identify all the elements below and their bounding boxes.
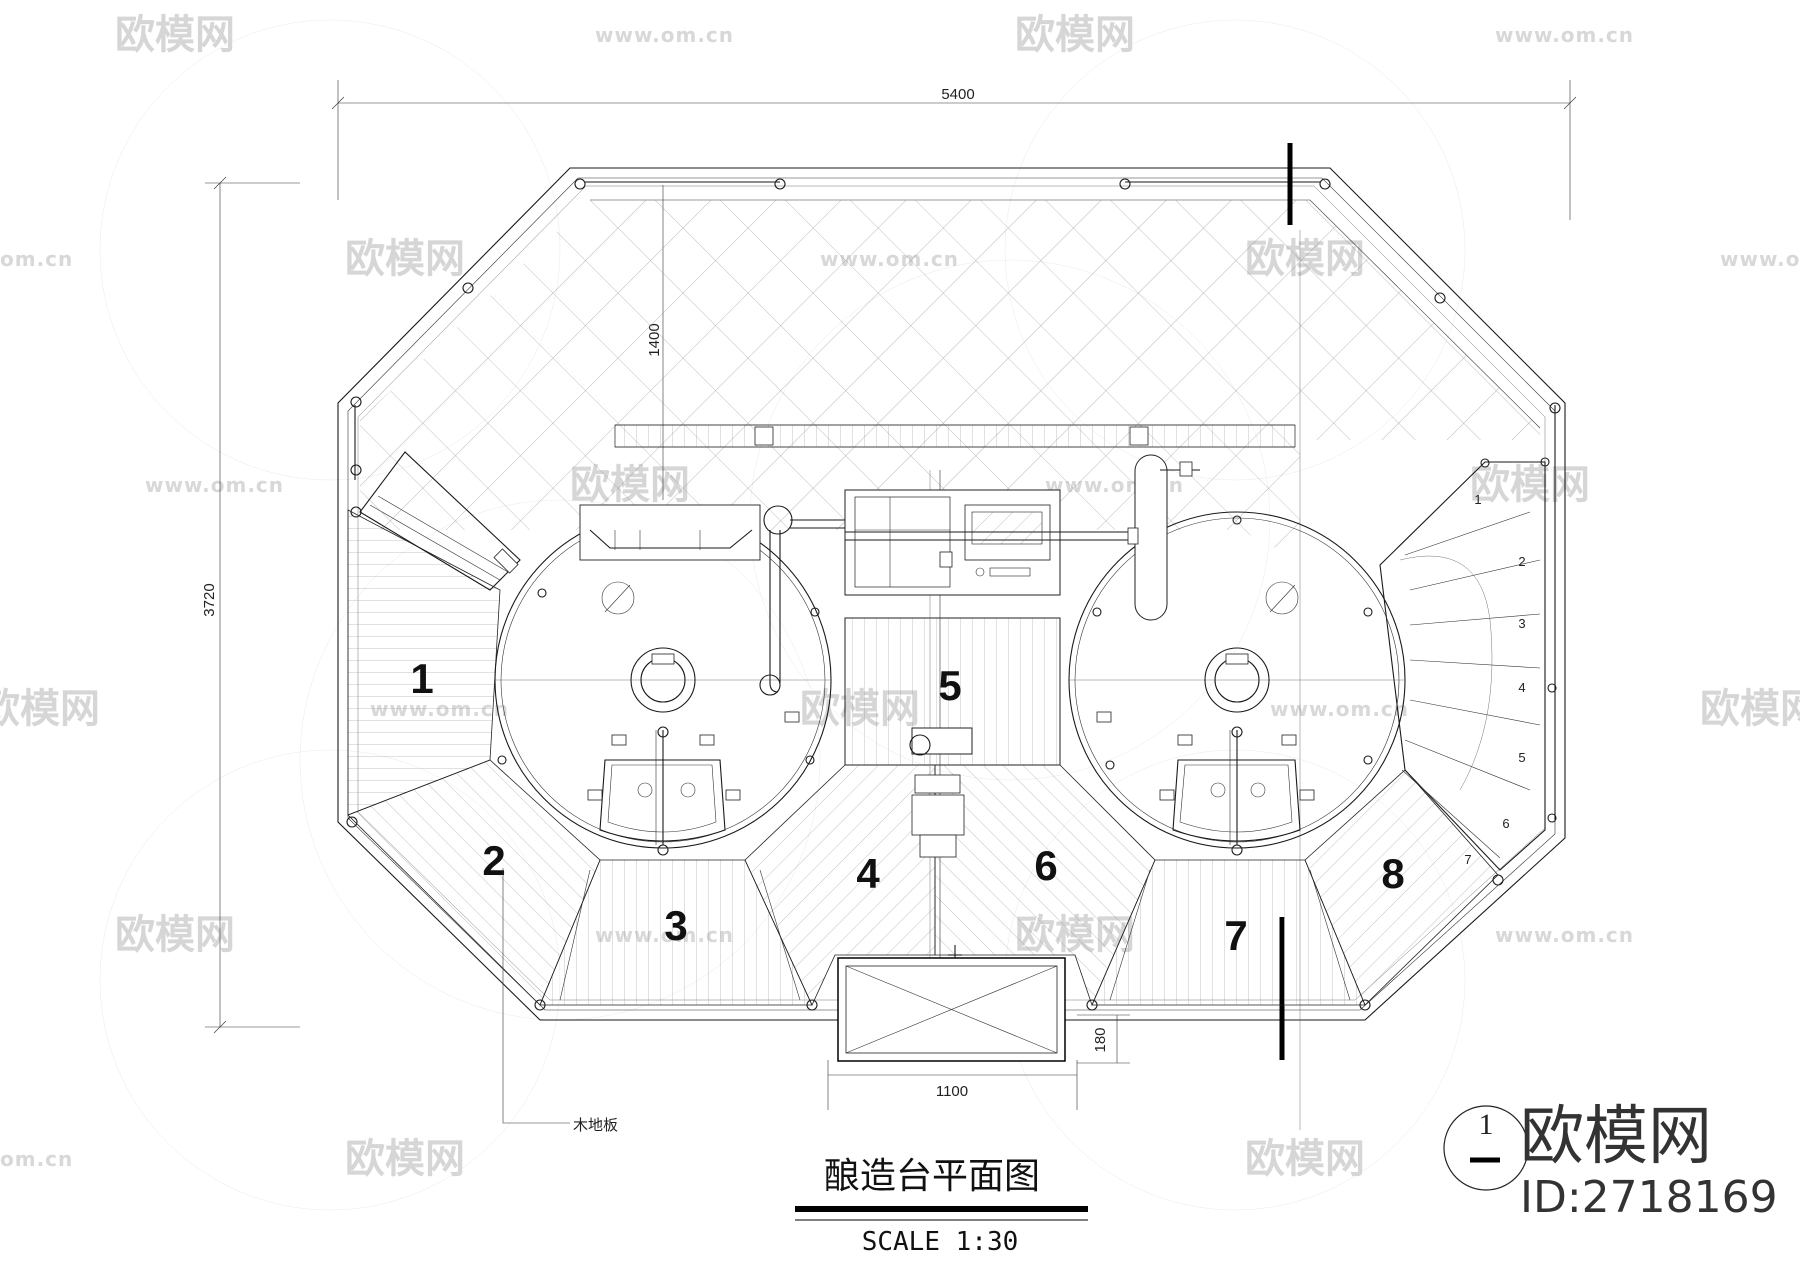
watermark-url: www.om.cn bbox=[1720, 247, 1800, 271]
zone-label-8: 8 bbox=[1381, 850, 1404, 897]
zone-label-5: 5 bbox=[938, 662, 961, 709]
stair-step-3: 3 bbox=[1518, 616, 1525, 631]
sheet-number: 1 bbox=[1479, 1108, 1494, 1141]
dimension-overall-width: 5400 bbox=[941, 86, 974, 103]
watermark-url: www.om.cn bbox=[595, 23, 734, 47]
watermark-brand: 欧模网 bbox=[115, 912, 235, 958]
central-equipment bbox=[579, 489, 1139, 858]
entry-box bbox=[837, 945, 1066, 1062]
zone-label-4: 4 bbox=[856, 850, 880, 897]
dimension-overall-depth: 3720 bbox=[201, 583, 218, 616]
stair-step-5: 5 bbox=[1518, 750, 1525, 765]
stair-step-4: 4 bbox=[1518, 680, 1525, 695]
watermark-brand: 欧模网 bbox=[345, 236, 465, 282]
watermark-brand: 欧模网 bbox=[1245, 1136, 1365, 1182]
stair-step-6: 6 bbox=[1502, 816, 1509, 831]
watermark-brand: 欧模网 bbox=[1015, 12, 1135, 58]
watermark-url: www.om.cn bbox=[1495, 23, 1634, 47]
zone-label-7: 7 bbox=[1224, 912, 1247, 959]
floor-note-label: 木地板 bbox=[573, 1116, 618, 1134]
dimension-entry-width: 1100 bbox=[936, 1083, 968, 1100]
stair-step-1: 1 bbox=[1474, 492, 1481, 507]
brand-id: ID:2718169 bbox=[1520, 1172, 1778, 1223]
watermark-brand: 欧模网 bbox=[1700, 686, 1800, 732]
zone-labels: 1 2 3 4 5 6 7 8 bbox=[410, 655, 1404, 959]
floor-note: 木地板 bbox=[502, 868, 618, 1134]
stair-step-2: 2 bbox=[1518, 554, 1525, 569]
dimension-entry-depth: 180 bbox=[1092, 1027, 1109, 1052]
tank-left bbox=[494, 511, 832, 856]
zone-label-1: 1 bbox=[410, 655, 433, 702]
watermark-url: www.om.cn bbox=[145, 473, 284, 497]
zone-label-2: 2 bbox=[482, 837, 505, 884]
zone-8-area bbox=[1304, 461, 1546, 1006]
stair-step-labels: 1 2 3 4 5 6 7 bbox=[1464, 492, 1525, 867]
watermark-url: www.om.cn bbox=[1270, 697, 1409, 721]
sheet-number-bubble: 1 bbox=[1443, 1105, 1529, 1191]
watermark-brand: 欧模网 bbox=[1470, 462, 1590, 508]
watermark-url: www.om.cn bbox=[1495, 923, 1634, 947]
watermark-brand: 欧模网 bbox=[115, 12, 235, 58]
stair-step-7: 7 bbox=[1464, 852, 1471, 867]
watermark-brand: 欧模网 bbox=[0, 686, 100, 732]
drawing-title: 酿造台平面图 bbox=[824, 1156, 1040, 1197]
watermark-url-partial: om.cn bbox=[0, 247, 73, 271]
lattice-floor bbox=[360, 200, 1540, 560]
watermark-brand: 欧模网 bbox=[345, 1136, 465, 1182]
watermark-arcs bbox=[99, 19, 1466, 1211]
drawing-scale: SCALE 1:30 bbox=[862, 1227, 1019, 1257]
watermark-url-partial: om.cn bbox=[0, 1147, 73, 1171]
tank-right bbox=[1068, 454, 1406, 856]
brand-watermark: 欧模网 ID:2718169 bbox=[1520, 1100, 1778, 1223]
zone-label-3: 3 bbox=[664, 902, 687, 949]
zone-label-6: 6 bbox=[1034, 842, 1057, 889]
title-block: 酿造台平面图 SCALE 1:30 bbox=[795, 1156, 1088, 1257]
brand-logo-text: 欧模网 bbox=[1520, 1100, 1712, 1174]
